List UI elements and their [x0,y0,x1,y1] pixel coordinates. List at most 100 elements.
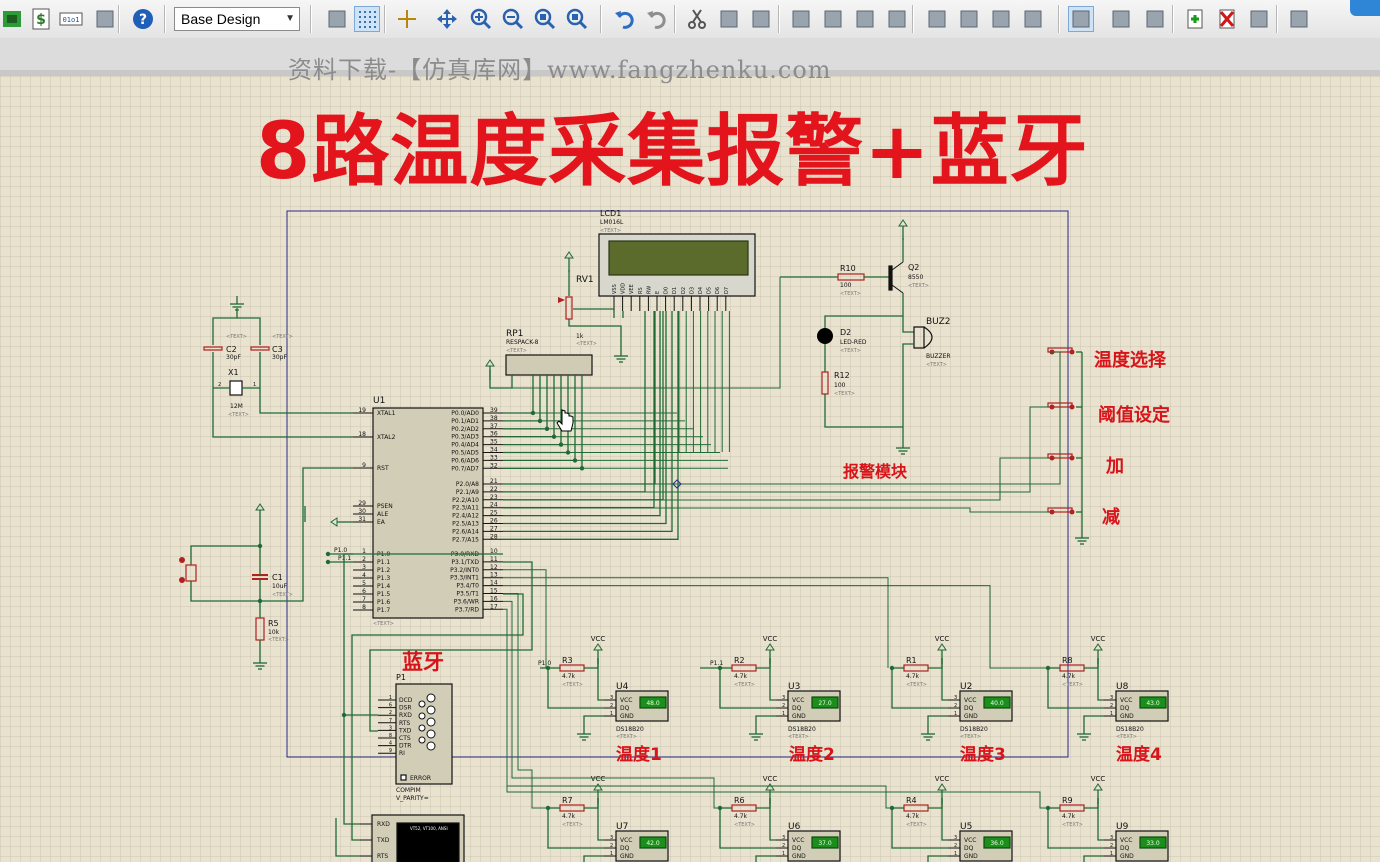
label-bluetooth: 蓝牙 [402,650,444,674]
redo-button[interactable] [644,6,670,32]
sensor-reading: 48.0 [646,700,660,707]
zoom-fit-button[interactable] [564,6,590,32]
sensor-pin-num: 1 [610,711,613,717]
block-copy-button[interactable] [788,6,814,32]
pan-button[interactable] [434,6,460,32]
sensor-r-ref: R7 [562,796,573,805]
new-sheet-button[interactable] [1182,6,1208,32]
design-select[interactable]: Base Design ▼ [174,7,300,31]
u1-pin-num: 28 [490,533,498,540]
u1-pin-num: 15 [490,588,498,595]
u1-pin-num: 8 [362,604,366,611]
origin-button[interactable] [394,6,420,32]
sensor-resistor [1059,664,1085,672]
logo-button[interactable] [0,6,26,32]
zoom-area-icon [534,8,556,30]
package-button[interactable] [988,6,1014,32]
schematic-canvas[interactable] [0,76,1380,862]
pick-device-button[interactable] [924,6,950,32]
sensor-pin-name: VCC [964,697,976,704]
wire [824,315,903,328]
help-button[interactable]: ? [130,6,156,32]
u1-pin-num: 34 [490,447,498,454]
sensor-display [983,836,1011,849]
list-doc-button[interactable] [92,6,118,32]
block-rotate-button[interactable] [852,6,878,32]
terminal-pin: RXD [377,821,390,828]
sensor-u-ref: U9 [1116,822,1129,832]
u1-pin-num: 5 [362,580,366,587]
make-device-button[interactable] [956,6,982,32]
wire-autorouter-button[interactable] [1068,6,1094,32]
wire [769,658,776,701]
delete-sheet-button[interactable] [1214,6,1240,32]
p1-error: ERROR [410,775,431,782]
property-button[interactable] [1142,6,1168,32]
property-icon [1146,10,1164,28]
power-terminal [1093,643,1103,651]
sensor-pin-num: 1 [1110,711,1113,717]
junction-dot [257,543,263,549]
u1-pin-name: P2.0/A8 [456,481,479,488]
wire [941,658,948,701]
lcd-screen [608,240,749,276]
copy-button[interactable] [716,6,742,32]
wire [941,798,948,841]
search-tag-button[interactable] [1108,6,1134,32]
grid-button[interactable] [354,6,380,32]
terminal-screen-text: VT52, VT100, ANSI [410,826,448,831]
wire [891,808,948,849]
cut-button[interactable] [684,6,710,32]
sensor-pin-num: 2 [782,843,785,849]
db9-pin [418,736,426,744]
binary-button[interactable]: 01o1 [58,6,84,32]
zoom-area-button[interactable] [532,6,558,32]
sensor-text: <TEXT> [960,734,981,740]
undo-button[interactable] [612,6,638,32]
dollar-doc-button[interactable]: $ [28,6,54,32]
wire [506,786,1048,809]
paste-button[interactable] [748,6,774,32]
wire [547,668,604,709]
u1-pin-num: 26 [490,518,498,525]
sensor-u-ref: U3 [788,682,800,692]
u1-pin-name: P1.4 [377,583,390,590]
lcd-pin-label: D2 [681,287,687,294]
zoom-out-button[interactable] [500,6,526,32]
buzzer-buz2 [913,326,933,349]
wire [369,561,533,732]
wire [583,855,604,862]
u1-pin-name: ALE [377,511,388,518]
block-move-button[interactable] [820,6,846,32]
sensor-pin-num: 3 [610,695,613,701]
db9-pin [426,693,436,703]
transistor-q2 [888,265,893,291]
rv1-value: 1k [576,333,584,340]
decompose-button[interactable] [1020,6,1046,32]
lcd-pin-label: E [655,291,661,294]
bom-button[interactable] [1246,6,1272,32]
make-device-icon [960,10,978,28]
p1-ref: P1 [396,673,406,682]
zoom-in-button[interactable] [468,6,494,32]
delete-sheet-icon [1219,9,1235,29]
power-terminal [898,219,908,227]
power-terminal [255,503,265,511]
q2-ref: Q2 [908,263,919,272]
wire [584,798,599,809]
electrical-check-button[interactable] [1286,6,1312,32]
label-temp4: 温度4 [1116,745,1162,765]
design-select-value: Base Design [181,11,261,27]
sensor-pin-num: 1 [782,851,785,857]
capacitor-c2 [203,346,223,351]
sensor-pin-name: DQ [1120,705,1130,712]
block-rotate-icon [856,10,874,28]
block-copy-icon [792,10,810,28]
block-delete-button[interactable] [884,6,910,32]
power-terminal [330,517,338,527]
refresh-button[interactable] [324,6,350,32]
search-tag-icon [1112,10,1130,28]
r5-value: 10k [268,629,280,636]
resistor-r10 [837,273,865,281]
sensor-r-text: <TEXT> [734,822,755,828]
